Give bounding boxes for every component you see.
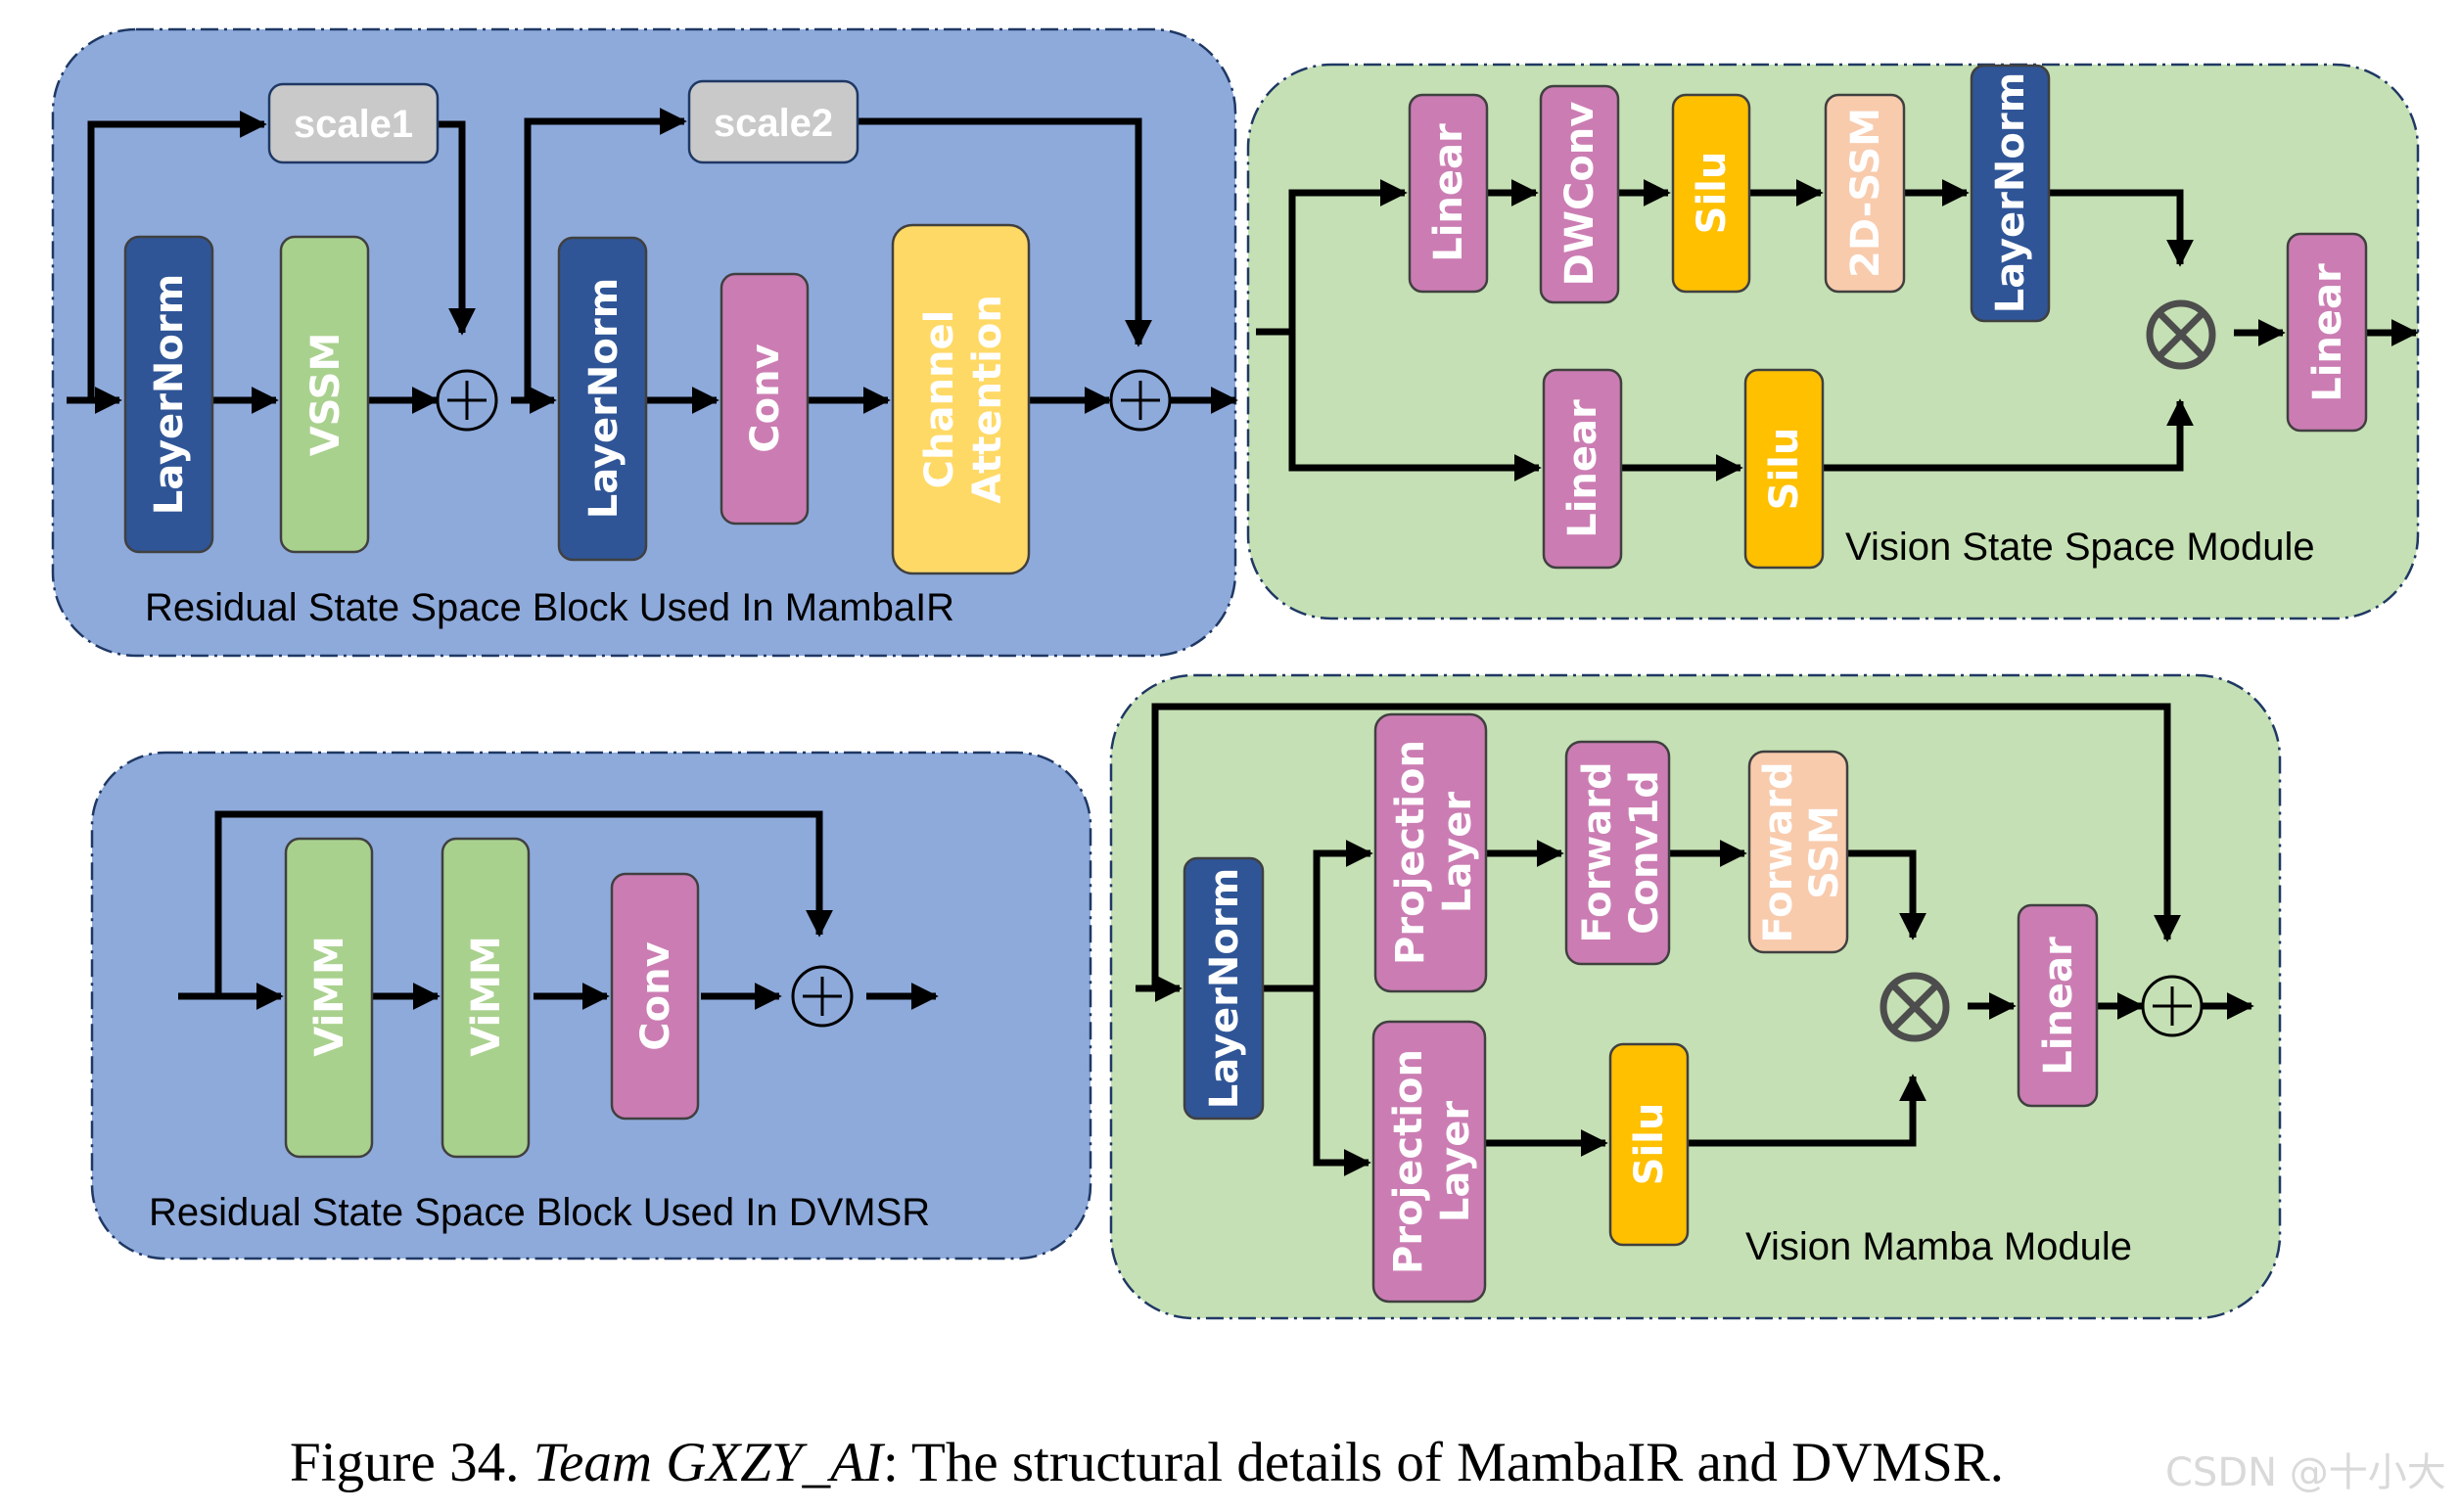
layernorm1-label: LayerNorm	[147, 274, 192, 516]
vss-silu-top-block: Silu	[1671, 93, 1751, 294]
layernorm1-block: LayerNorm	[123, 235, 214, 554]
panel-vim-background	[1109, 673, 2282, 1320]
vimm1-block: ViMM	[284, 837, 374, 1159]
arrow-scale1-to-add1	[438, 120, 476, 336]
arrow-to-projection1	[1313, 840, 1373, 988]
panel-dvmsr-block: ViMM ViMM Conv Residual State Space Bloc…	[90, 751, 1092, 1260]
arrow-skip-to-scale1	[87, 111, 267, 400]
conv-label: Conv	[743, 344, 788, 452]
dvmsr-block-title: Residual State Space Block Used In DVMSR	[149, 1191, 930, 1234]
caption-prefix: Figure 34.	[290, 1432, 534, 1493]
layernorm2-block: LayerNorm	[557, 236, 648, 562]
dvmsr-add-operator	[791, 965, 854, 1028]
vim-add-operator	[2141, 975, 2204, 1037]
channel-attention-label-line2: Attention	[965, 295, 1010, 504]
vssm-label: VSSM	[303, 333, 348, 457]
vim-projection1-label-line2: Layer	[1435, 792, 1480, 913]
arrow-skip-to-add	[1151, 703, 2181, 988]
vim-projection1-block: Projection Layer	[1373, 712, 1488, 993]
vim-silu-label: Silu	[1627, 1103, 1672, 1186]
arrow-skip-to-scale2	[524, 108, 687, 400]
vss-linear-top-block: Linear	[1408, 93, 1489, 294]
vimm2-label: ViMM	[464, 936, 509, 1057]
vim-forward-conv1d-block: Forward Conv1d	[1564, 740, 1671, 966]
vim-projection2-label-line1: Projection	[1386, 1049, 1431, 1274]
panel-dvmsr-background	[90, 751, 1092, 1260]
arrow-ssm-to-multiply	[1847, 849, 1926, 940]
vss-dwconv-label: DWConv	[1557, 102, 1602, 287]
vim-module-title: Vision Mamba Module	[1745, 1225, 2132, 1268]
scale2-block: scale2	[687, 79, 859, 164]
channel-attention-label-line1: Channel	[917, 310, 962, 489]
vim-layernorm-block: LayerNorm	[1183, 856, 1265, 1121]
vim-wires	[1136, 703, 2254, 1176]
vimm2-block: ViMM	[441, 837, 531, 1159]
vss-linear-bottom-block: Linear	[1542, 368, 1623, 570]
add-operator-2	[1109, 369, 1172, 432]
vss-wires	[1256, 179, 2419, 481]
scale1-block: scale1	[267, 82, 440, 164]
arrow-silu-to-multiply	[1823, 398, 2194, 472]
scale2-label: scale2	[714, 102, 833, 145]
caption-team: Team GXZY_AI	[534, 1432, 886, 1493]
vssm-block: VSSM	[279, 235, 370, 554]
vss-linear-bottom-label: Linear	[1560, 399, 1605, 538]
arrow-to-projection2	[1313, 988, 1371, 1176]
vss-linear-top-label: Linear	[1426, 123, 1471, 262]
vim-projection2-label-line2: Layer	[1433, 1101, 1478, 1222]
scale1-label: scale1	[294, 103, 413, 146]
conv-block: Conv	[719, 272, 810, 526]
arrow-layernorm-to-multiply	[2049, 189, 2194, 267]
figure-caption: Figure 34. Team GXZY_AI: The structural …	[290, 1432, 2004, 1493]
mambair-wires	[67, 108, 1238, 414]
vss-layernorm-label: LayerNorm	[1988, 72, 2033, 314]
vim-projection1-label-line1: Projection	[1388, 740, 1433, 965]
layernorm2-label: LayerNorm	[581, 278, 627, 520]
vim-forward-ssm-block: Forward SSM	[1747, 750, 1849, 954]
vss-linear-out-block: Linear	[2286, 232, 2368, 433]
arrow-scale2-to-add2	[858, 117, 1152, 347]
vss-silu-bottom-block: Silu	[1743, 368, 1825, 570]
vim-layernorm-label: LayerNorm	[1202, 868, 1247, 1110]
vss-2dssm-block: 2D-SSM	[1824, 93, 1906, 294]
vim-conv1d-label-line2: Conv1d	[1622, 770, 1667, 935]
vim-ssm-label-line1: Forward	[1756, 761, 1801, 942]
watermark: CSDN @十小大	[2165, 1450, 2446, 1495]
dvmsr-conv-label: Conv	[633, 941, 678, 1050]
caption-suffix: : The structural details of MambaIR and …	[883, 1432, 2004, 1493]
arrow-to-linear-bottom	[1288, 332, 1542, 481]
dvmsr-wires	[178, 810, 939, 1010]
arrow-silu-to-multiply	[1688, 1074, 1926, 1147]
add-operator-1	[436, 369, 498, 432]
panel-vision-mamba-module: LayerNorm Projection Layer Forward Conv1…	[1109, 673, 2282, 1320]
mambair-block-title: Residual State Space Block Used In Mamba…	[145, 586, 954, 629]
vim-conv1d-label-line1: Forward	[1575, 761, 1620, 942]
vss-dwconv-block: DWConv	[1539, 84, 1620, 304]
dvmsr-conv-block: Conv	[610, 872, 700, 1121]
arrow-to-linear-top	[1288, 179, 1408, 332]
vss-linear-out-label: Linear	[2305, 263, 2350, 402]
vss-silu-top-label: Silu	[1690, 152, 1735, 235]
vim-ssm-label-line2: SSM	[1802, 805, 1847, 899]
vss-2dssm-label: 2D-SSM	[1843, 108, 1888, 278]
arrow-skip-to-add	[214, 810, 833, 996]
vim-silu-block: Silu	[1608, 1042, 1690, 1247]
vss-layernorm-block: LayerNorm	[1970, 64, 2051, 323]
vss-multiply-operator	[2146, 299, 2216, 370]
vss-module-title: Vision State Space Module	[1845, 526, 2315, 569]
panel-vss-module: Linear DWConv Silu 2D-SSM LayerNorm Line…	[1246, 63, 2420, 620]
vim-linear-label: Linear	[2036, 937, 2081, 1076]
vim-multiply-operator	[1880, 972, 1950, 1042]
channel-attention-block: Channel Attention	[891, 223, 1031, 575]
vim-projection2-block: Projection Layer	[1371, 1020, 1487, 1304]
vimm1-label: ViMM	[307, 936, 352, 1057]
vim-linear-block: Linear	[2017, 903, 2099, 1108]
vss-silu-bottom-label: Silu	[1762, 428, 1807, 511]
panel-mambair-block: scale1 scale2 LayerNorm VSSM LayerNorm C…	[51, 27, 1238, 658]
